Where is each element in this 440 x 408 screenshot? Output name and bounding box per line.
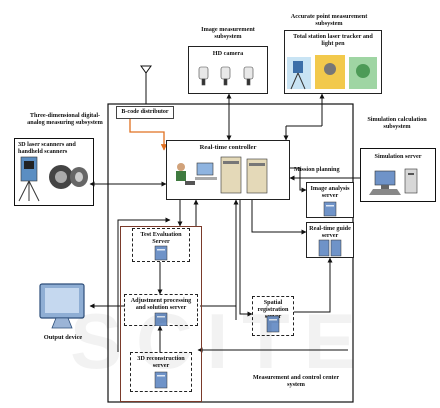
three-d-panel: 3D laser scanners and handheld scanners (14, 138, 94, 206)
mission-planning-label: Mission planning (294, 166, 340, 173)
test-evaluation-server-box: Test Evaluation Server (132, 228, 190, 262)
monitor-icon (39, 283, 85, 329)
image-analysis-label: Image analysis server (310, 185, 350, 199)
accurate-point-panel: Total station laser tracker and light pe… (284, 30, 382, 94)
real-time-controller-label: Real-time controller (199, 144, 257, 151)
watermark: SCITE (0, 300, 440, 380)
processing-column-panel (120, 226, 202, 402)
spatial-registration-server-box: Spatial registration server (252, 296, 294, 336)
hd-camera-icon (198, 66, 254, 86)
simulation-server-icon (369, 168, 418, 195)
server-icon (266, 315, 280, 333)
server-icon (154, 312, 168, 326)
simulation-server-label: Simulation server (374, 153, 422, 160)
server-icon (323, 201, 337, 217)
watermark-text: SCITE (70, 300, 370, 380)
reconstruction-label: 3D reconstruction server (137, 355, 185, 369)
image-measurement-panel: HD camera (188, 46, 268, 94)
hd-camera-label: HD camera (212, 50, 244, 57)
b-code-label: B-code distributor (121, 109, 169, 115)
output-device-label: Output device (43, 334, 83, 341)
simulation-panel: Simulation server (360, 148, 436, 202)
three-d-title: Three-dimensional digital-analog measuri… (27, 112, 103, 126)
watermark-logo: SCITE (70, 300, 370, 380)
real-time-controller-box: Real-time controller (166, 140, 290, 200)
server-icon (154, 371, 168, 389)
test-evaluation-label: Test Evaluation Server (140, 231, 182, 245)
b-code-distributor-box: B-code distributor (116, 106, 174, 119)
real-time-guide-server-box: Real-time guide server (306, 222, 354, 258)
image-measurement-title: Image measurement subsystem (201, 26, 255, 40)
image-analysis-server-box: Image analysis server (306, 182, 354, 218)
antenna-icon (140, 65, 152, 104)
total-station-label: Total station laser tracker and light pe… (293, 33, 373, 47)
reconstruction-server-box: 3D reconstruction server (130, 352, 192, 392)
simulation-title: Simulation calculation subsystem (367, 116, 427, 130)
operator-workstation-icon (176, 156, 268, 194)
laser-scanner-label: 3D laser scanners and handheld scanners (18, 141, 76, 155)
total-station-icon (287, 55, 377, 90)
laser-scanner-icon (18, 156, 88, 202)
adjustment-server-box: Adjustment processing and solution serve… (124, 294, 198, 326)
accurate-point-title: Accurate point measurement subsystem (290, 13, 368, 27)
server-icon (154, 245, 168, 261)
server-rack-icon (318, 239, 342, 257)
adjustment-label: Adjustment processing and solution serve… (130, 297, 192, 311)
real-time-guide-label: Real-time guide server (309, 225, 351, 239)
system-caption: Measurement and control center system (252, 374, 340, 388)
